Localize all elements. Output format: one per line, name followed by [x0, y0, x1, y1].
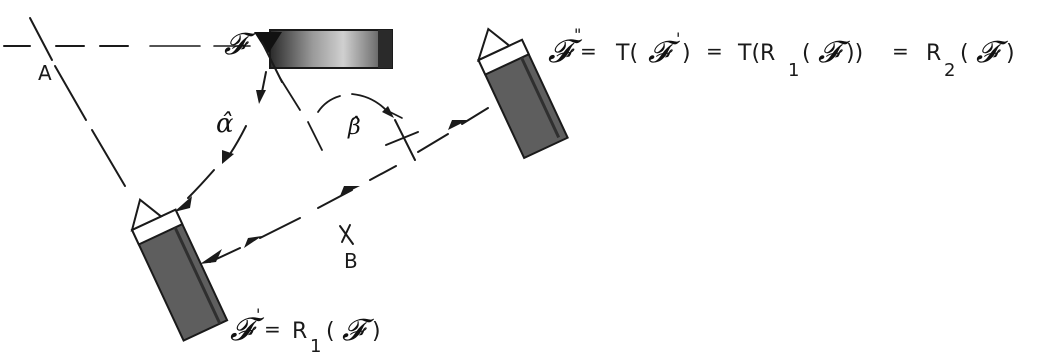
arrowhead-icon	[200, 249, 222, 264]
point-b-marker	[339, 224, 354, 245]
top-eq-sign-1: =	[580, 39, 597, 63]
beta-rotation-arc	[317, 93, 403, 119]
top-t2-sub: 1	[788, 60, 799, 81]
top-t2-close: ))	[846, 41, 863, 66]
arrowhead-icon	[174, 196, 192, 212]
crossing-marker-upper	[385, 119, 419, 161]
top-r2-mid: (	[960, 41, 969, 66]
arrowhead-icon	[382, 106, 394, 118]
alpha-angle-label: α̂	[216, 109, 234, 139]
bottom-r1-symbol: 𝓕	[342, 313, 375, 348]
top-eq-sign-2: =	[706, 39, 723, 63]
point-a-label: A	[38, 61, 52, 85]
top-eq-sign-3: =	[892, 39, 909, 63]
arrowhead-icon	[340, 186, 360, 196]
arrowhead-icon	[448, 120, 468, 130]
arrowhead-icon	[222, 150, 234, 164]
top-t2-open: T(R	[737, 41, 775, 66]
top-r2-sub: 2	[944, 60, 955, 81]
top-r2-open: R	[926, 41, 941, 66]
translation-path	[200, 107, 489, 264]
final-figure-mark: "	[574, 25, 581, 44]
original-figure-symbol: 𝓕	[224, 27, 257, 62]
top-t2-mid: (	[802, 41, 811, 66]
bottom-r1-sub: 1	[310, 336, 321, 354]
point-b-label: B	[344, 249, 358, 273]
original-figure	[254, 29, 393, 83]
arrowhead-icon	[244, 236, 262, 248]
bottom-equation: 𝓕 ' = R 1 ( 𝓕 )	[230, 305, 381, 354]
top-t1-mark: '	[676, 29, 680, 48]
line-original-to-beta	[279, 77, 323, 151]
bottom-r1-open: R	[292, 319, 307, 344]
bottom-r1-mid: (	[326, 319, 335, 344]
bottom-r1-close: )	[372, 319, 381, 344]
top-equation: 𝓕 " = T( 𝓕 ' ) = T(R 1 ( 𝓕 )) = R 2 ( 𝓕 …	[548, 25, 1015, 81]
alpha-rotation-arc	[174, 71, 267, 212]
beta-angle-label: β̂	[347, 115, 361, 140]
bottom-eq-sign: =	[264, 317, 281, 341]
line-a-to-intermediate	[29, 17, 126, 187]
top-t1-open: T(	[615, 41, 638, 66]
top-r2-close: )	[1006, 41, 1015, 66]
top-r2-symbol: 𝓕	[976, 35, 1009, 70]
top-t1-close: )	[682, 41, 691, 66]
intermediate-figure-mark: '	[256, 305, 260, 324]
final-figure	[476, 27, 569, 160]
intermediate-figure	[130, 198, 229, 342]
arrowhead-icon	[256, 90, 266, 104]
